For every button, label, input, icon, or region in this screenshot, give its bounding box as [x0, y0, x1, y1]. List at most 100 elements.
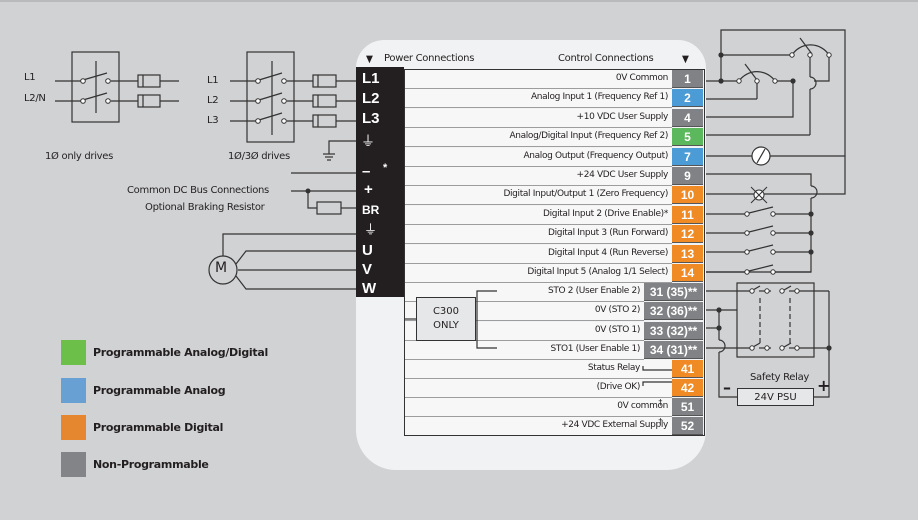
top-border — [0, 0, 918, 2]
terminal-label: Digital Input 5 (Analog 1/1 Select) — [527, 267, 668, 277]
three-phase-isolator — [246, 51, 295, 143]
power-terminal-br: BR — [362, 203, 380, 217]
power-connections-title: Power Connections — [384, 53, 475, 64]
terminal-number: 5 — [672, 128, 703, 147]
legend-swatch-blue — [61, 378, 86, 403]
power-arrow-icon: ▼ — [366, 54, 373, 65]
terminal-number: 12 — [672, 225, 703, 244]
psu-minus: – — [723, 378, 731, 397]
terminal-row: (Drive OK) — [405, 379, 672, 398]
terminal-row: Analog Input 1 (Frequency Ref 1) — [405, 89, 672, 109]
supply-label-l1: L1 — [24, 72, 36, 83]
legend-label: Non-Programmable — [93, 458, 209, 471]
psu-plus: + — [817, 376, 831, 395]
legend-label: Programmable Analog/Digital — [93, 346, 268, 359]
terminal-label: (Drive OK) — [596, 382, 641, 392]
terminal-label: 0V common — [617, 401, 668, 411]
legend-label: Programmable Analog — [93, 384, 226, 397]
terminal-number: 41 — [672, 360, 703, 378]
terminal-number: 52 — [672, 417, 703, 435]
terminal-label: Analog/Digital Input (Frequency Ref 2) — [509, 131, 668, 142]
terminal-number: 33 (32)** — [644, 321, 703, 340]
terminal-number: 14 — [672, 264, 703, 282]
terminal-label: Analog Output (Frequency Output) — [523, 150, 668, 161]
dc-bus-label: Common DC Bus Connections — [127, 185, 269, 196]
terminal-label: Digital Input 3 (Run Forward) — [548, 228, 668, 239]
terminal-row: Digital Input 2 (Drive Enable)* — [405, 205, 672, 225]
control-arrow-icon: ▼ — [682, 54, 689, 65]
supply-label-l2n: L2/N — [24, 93, 46, 104]
legend-swatch-gray — [61, 452, 86, 477]
terminal-note: † — [658, 417, 662, 426]
control-connections-title: Control Connections — [558, 53, 654, 64]
terminal-row: Digital Input 3 (Run Forward) — [405, 225, 672, 245]
terminal-number: 32 (36)** — [644, 302, 703, 321]
terminal-number: 11 — [672, 205, 703, 224]
terminal-number: 51 — [672, 398, 703, 416]
terminal-number: 7 — [672, 147, 703, 166]
terminal-label: Analog Input 1 (Frequency Ref 1) — [530, 92, 668, 103]
terminal-number: 4 — [672, 108, 703, 127]
c300-only-box: C300 ONLY — [416, 297, 476, 341]
safety-relay-box — [736, 282, 815, 358]
legend-swatch-orange — [61, 415, 86, 440]
single-phase-isolator — [71, 51, 120, 123]
terminal-row: Digital Input 5 (Analog 1/1 Select) — [405, 264, 672, 283]
terminal-label: Digital Input 4 (Run Reverse) — [548, 247, 668, 258]
terminal-note: † — [658, 398, 662, 407]
power-terminal-l3: L3 — [362, 110, 380, 127]
supply-label-3ph-l2: L2 — [207, 95, 219, 106]
fuse — [137, 94, 161, 108]
terminal-label: +24 VDC External Supply — [561, 420, 668, 430]
terminal-label: 0V (STO 2) — [594, 305, 641, 316]
three-phase-caption: 1Ø/3Ø drives — [228, 151, 290, 162]
terminal-number: 13 — [672, 244, 703, 263]
terminal-label: 0V (STO 1) — [594, 324, 641, 335]
power-terminal-dc-plus: + — [364, 181, 373, 198]
terminal-row: 0V common† — [405, 398, 672, 417]
terminal-number: 9 — [672, 167, 703, 185]
power-terminal-l1: L1 — [362, 70, 380, 87]
terminal-label: 0V Common — [615, 73, 668, 83]
terminal-row: Digital Input 4 (Run Reverse) — [405, 244, 672, 264]
terminal-row: Analog/Digital Input (Frequency Ref 2) — [405, 128, 672, 148]
fuse — [137, 74, 161, 88]
power-note: * — [383, 162, 388, 174]
power-terminal-u: U — [362, 242, 373, 259]
terminal-row: +24 VDC External Supply† — [405, 417, 672, 436]
terminal-label: Digital Input/Output 1 (Zero Frequency) — [503, 189, 668, 200]
supply-label-3ph-l3: L3 — [207, 115, 219, 126]
terminal-row: Status Relay — [405, 360, 672, 379]
terminal-label: STO1 (User Enable 1) — [550, 344, 640, 355]
terminal-number: 42 — [672, 379, 703, 397]
terminal-label: +24 VDC User Supply — [576, 170, 669, 180]
terminal-number: 2 — [672, 89, 703, 108]
braking-resistor-label: Optional Braking Resistor — [145, 202, 265, 213]
terminal-row: 0V Common — [405, 70, 672, 89]
terminal-number: 34 (31)** — [644, 341, 703, 360]
terminal-label: Digital Input 2 (Drive Enable)* — [543, 208, 668, 219]
c300-line1: C300 — [432, 306, 460, 317]
terminal-label: STO 2 (User Enable 2) — [547, 286, 640, 296]
terminal-row: +24 VDC User Supply — [405, 167, 672, 186]
terminal-label: Status Relay — [587, 363, 640, 373]
power-terminal-l2: L2 — [362, 90, 380, 107]
legend-swatch-green — [61, 340, 86, 365]
safety-relay-label: Safety Relay — [750, 372, 810, 383]
terminal-number: 10 — [672, 186, 703, 205]
single-phase-caption: 1Ø only drives — [45, 151, 114, 162]
terminal-row: Analog Output (Frequency Output) — [405, 147, 672, 167]
braking-resistor — [316, 201, 342, 215]
psu-box: 24V PSU — [737, 388, 814, 406]
motor-earth-icon: ⏚ — [364, 222, 378, 237]
legend-label: Programmable Digital — [93, 421, 224, 434]
terminal-row: Digital Input/Output 1 (Zero Frequency) — [405, 186, 672, 206]
terminal-label: +10 VDC User Supply — [576, 111, 669, 122]
power-terminal-w: W — [362, 280, 377, 297]
terminal-row: +10 VDC User Supply — [405, 108, 672, 128]
c300-line2: ONLY — [433, 320, 459, 331]
power-terminal-strip — [356, 67, 404, 297]
motor-label: M — [215, 260, 227, 276]
power-terminal-dc-minus: – — [362, 163, 371, 180]
